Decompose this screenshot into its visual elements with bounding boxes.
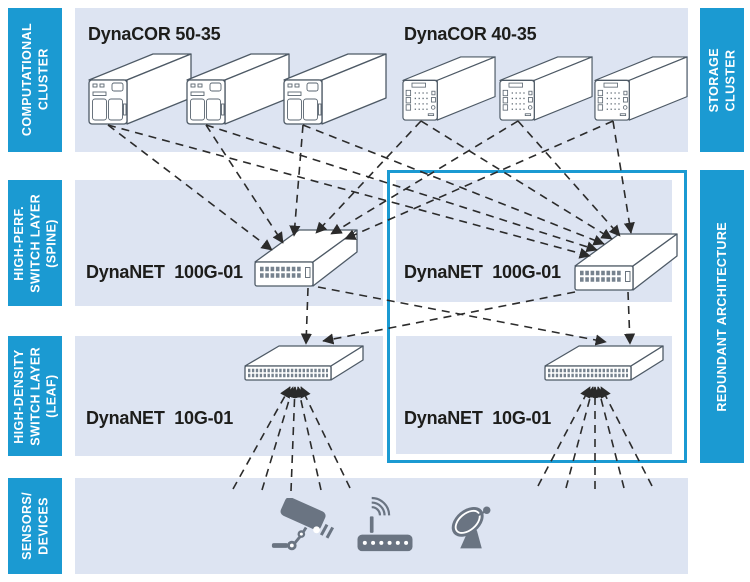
dynacor-50-35-server-icon	[186, 53, 290, 125]
dynanet-10g-right-title: DynaNET 10G-01	[404, 408, 552, 428]
dynacor-40-35-server-icon	[594, 56, 688, 121]
satellite-dish-icon	[442, 500, 500, 552]
dynanet-100g-right-title: DynaNET 100G-01	[404, 262, 561, 282]
spine-switch-icon	[573, 228, 683, 292]
wireless-router-icon	[352, 496, 418, 555]
spine-switch-icon	[253, 224, 363, 288]
security-camera-icon	[270, 498, 346, 555]
leaf-switch-icon	[543, 344, 665, 384]
dynanet-10g-left-title: DynaNET 10G-01	[86, 408, 234, 428]
dynanet-100g-left-title: DynaNET 100G-01	[86, 262, 243, 282]
dynacor-40-35-server-icon	[402, 56, 496, 121]
dynacor-40-35-server-icon	[499, 56, 593, 121]
sensors-band-background	[75, 478, 688, 574]
dynacor-40-35-title: DynaCOR 40-35	[404, 24, 537, 44]
dynacor-50-35-title: DynaCOR 50-35	[88, 24, 221, 44]
dynacor-50-35-server-icon	[88, 53, 192, 125]
leaf-switch-icon	[243, 344, 365, 384]
spine-layer-label: HIGH-PERF.SWITCH LAYER(SPINE)	[8, 180, 62, 306]
dynacor-50-35-server-icon	[283, 53, 387, 125]
sensors-devices-label: SENSORS/DEVICES	[8, 478, 62, 574]
redundant-architecture-label: REDUNDANT ARCHITECTURE	[700, 170, 744, 463]
